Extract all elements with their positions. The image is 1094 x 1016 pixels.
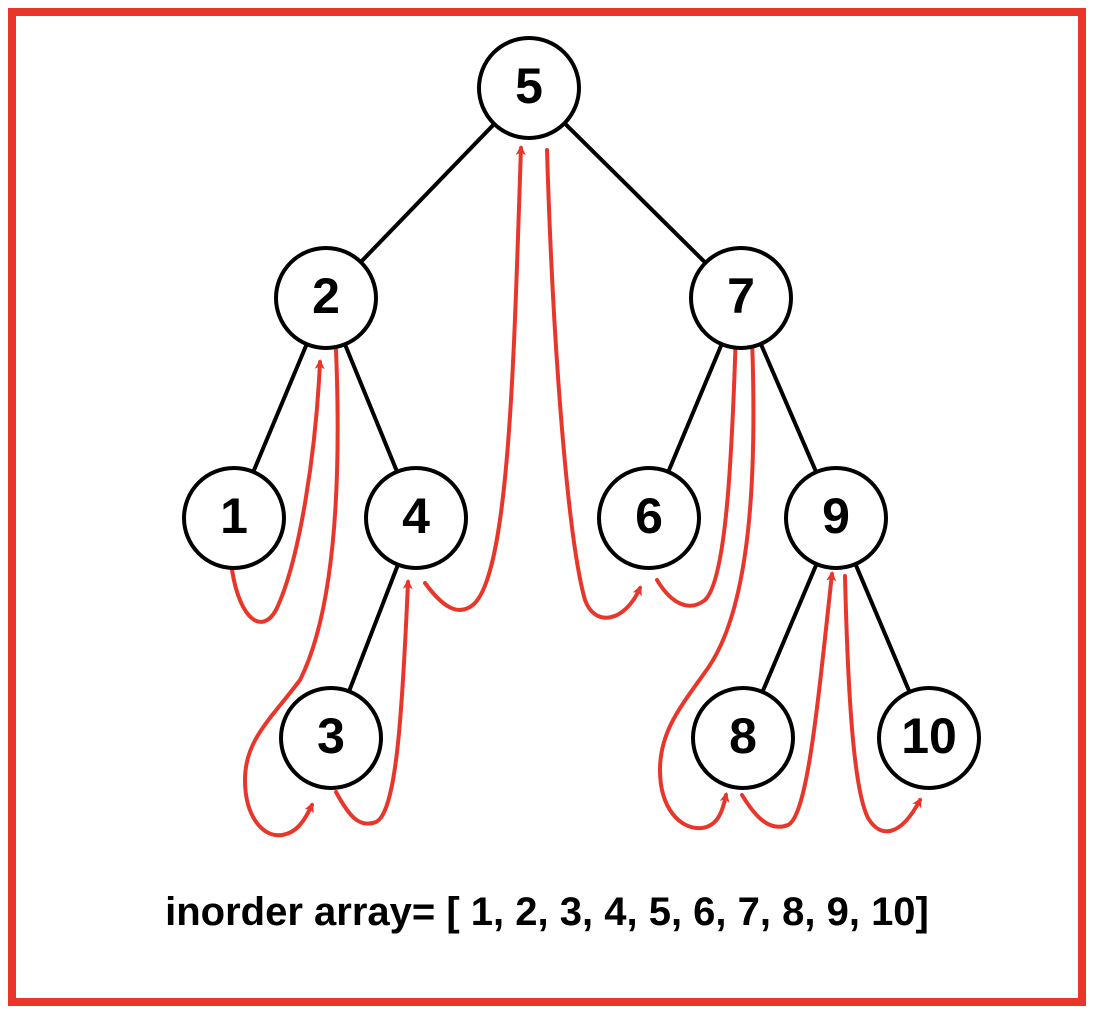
traversal-arrow [658,336,756,831]
traversal-arrows [230,145,922,838]
traversal-arrow [243,348,340,838]
tree-node-10: 10 [877,686,981,790]
node-circle [691,686,795,790]
tree-edge-5-7 [563,121,707,265]
tree-node-1: 1 [182,466,286,570]
node-label: 8 [729,708,757,764]
node-circle [784,466,888,570]
tree-edge-4-3 [347,563,400,693]
tree-edge-2-1 [251,343,309,473]
node-circle [477,36,581,140]
traversal-arrow [423,145,526,612]
tree-nodes: 5 2 7 1 4 6 9 3 8 10 [182,36,981,790]
node-label: 10 [901,708,957,764]
node-circle [689,246,793,350]
tree-edge-9-8 [760,563,819,693]
tree-edges [251,121,912,693]
node-label: 1 [220,488,248,544]
traversal-arrow [843,574,922,834]
tree-node-7: 7 [689,246,793,350]
node-circle [877,686,981,790]
tree-node-8: 8 [691,686,795,790]
inorder-array-caption: inorder array= [ 1, 2, 3, 4, 5, 6, 7, 8,… [165,890,929,934]
node-circle [597,466,701,570]
tree-node-2: 2 [274,246,378,350]
tree-edge-2-4 [343,343,399,473]
node-label: 5 [515,58,543,114]
tree-node-6: 6 [597,466,701,570]
node-circle [274,246,378,350]
traversal-arrow [230,359,325,624]
node-label: 7 [727,268,755,324]
node-circle [279,686,383,790]
traversal-arrow [545,148,642,620]
tree-edge-7-9 [758,343,819,473]
tree-edge-5-2 [359,122,496,264]
tree-node-4: 4 [364,466,468,570]
traversal-arrow [655,327,741,608]
node-circle [364,466,468,570]
tree-node-3: 3 [279,686,383,790]
node-label: 9 [822,488,850,544]
node-label: 4 [402,488,430,544]
node-label: 2 [312,268,340,324]
tree-edge-9-10 [853,563,912,693]
tree-node-5: 5 [477,36,581,140]
node-circle [182,466,286,570]
frame-border [8,8,1086,1006]
traversal-arrow [740,571,837,829]
tree-edge-7-6 [666,343,724,473]
traversal-arrow [334,579,413,826]
tree-node-9: 9 [784,466,888,570]
node-label: 3 [317,708,345,764]
node-label: 6 [635,488,663,544]
